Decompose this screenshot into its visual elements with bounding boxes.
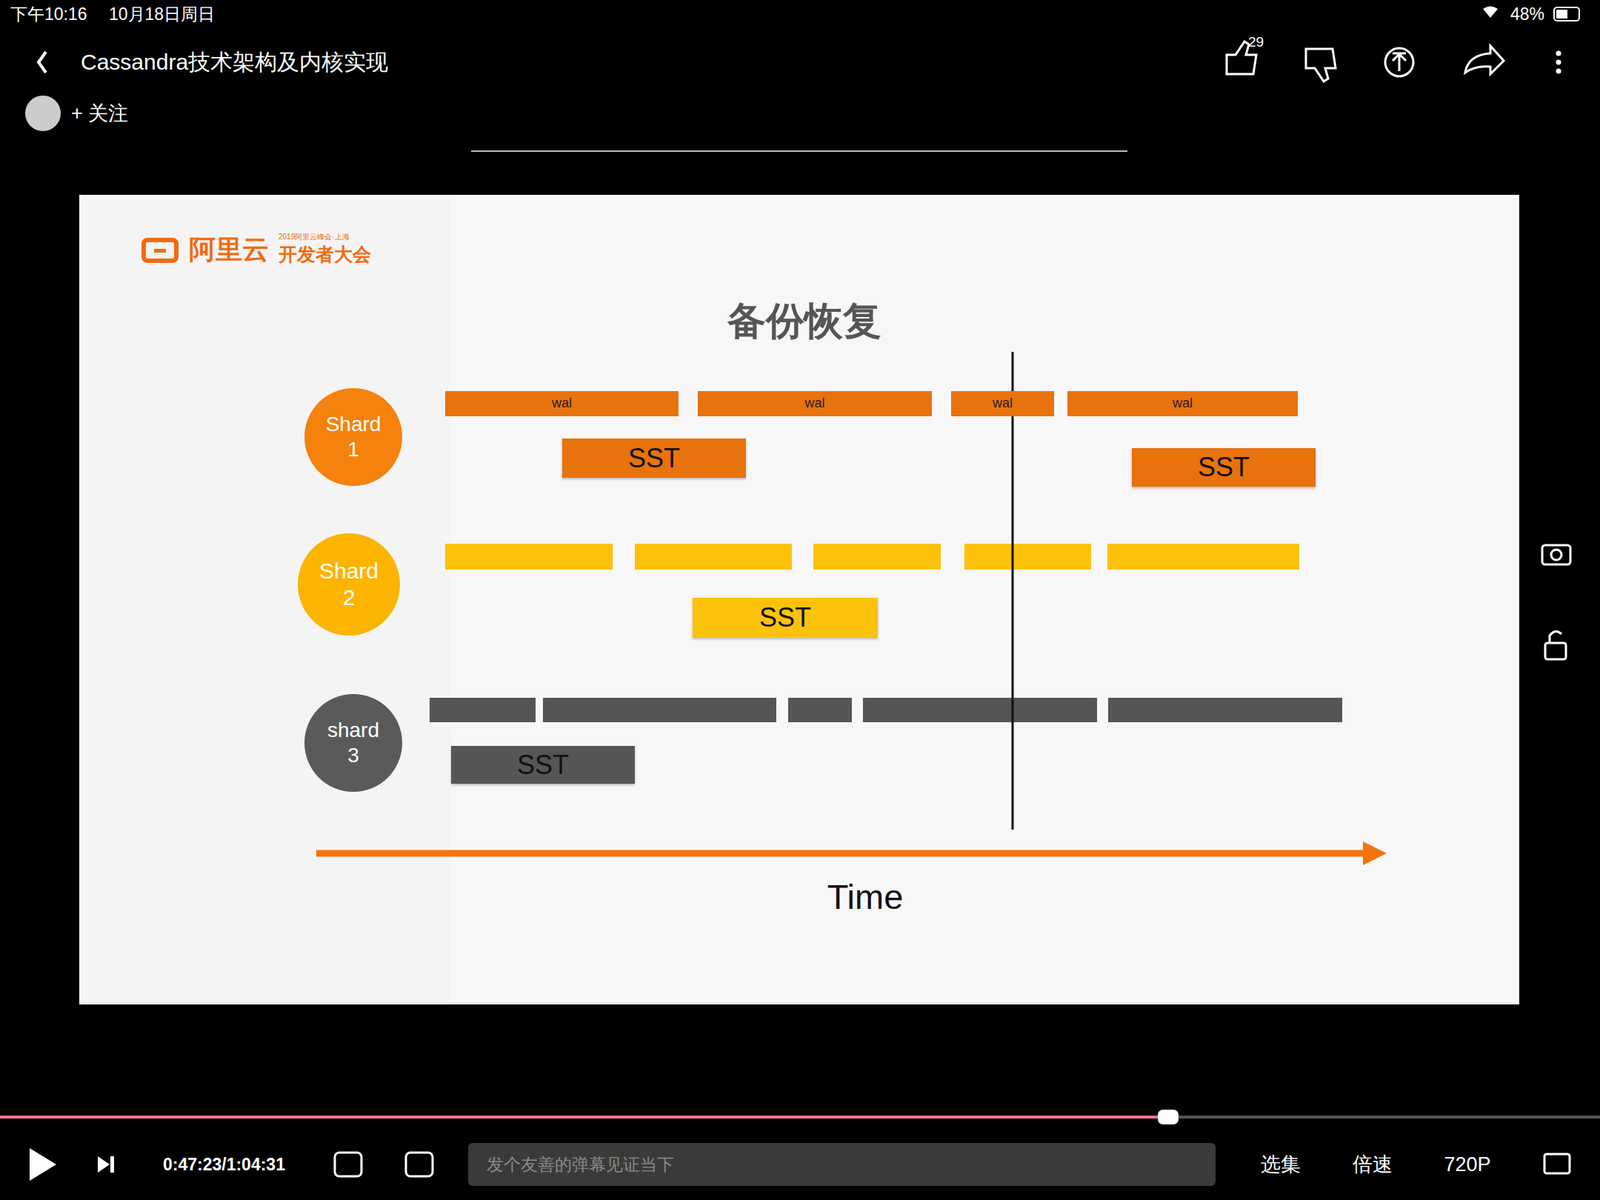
logo-text: 阿里云	[188, 231, 269, 269]
sst-label: SST	[628, 442, 680, 475]
wifi-icon	[1482, 6, 1498, 19]
sst-label: SST	[1197, 451, 1250, 483]
sst-box: SST	[562, 438, 746, 478]
danmaku-icon	[334, 1152, 362, 1177]
sst-label: SST	[759, 601, 812, 634]
divider	[471, 150, 1128, 152]
wal-bar: wal	[697, 391, 932, 417]
event-title: 开发者大会	[278, 242, 372, 267]
wal-bar: wal	[445, 391, 679, 417]
danmaku-settings-icon	[405, 1152, 433, 1177]
slide	[79, 194, 1520, 1005]
slide-shade	[79, 194, 450, 1005]
quality-button: 720P	[1443, 1153, 1491, 1177]
danmaku-input	[468, 1142, 1216, 1186]
wal-bars	[429, 697, 1343, 723]
playback-time: 0:47:23/1:04:31	[162, 1154, 286, 1175]
slide-title: 备份恢复	[727, 295, 882, 348]
axis-label: Time	[827, 876, 904, 918]
next-bar	[110, 1156, 115, 1173]
wal-label: wal	[551, 395, 572, 412]
wal-bars	[445, 543, 1300, 570]
episodes-button: 选集	[1260, 1151, 1301, 1178]
follow-button: + 关注	[71, 100, 129, 127]
wal-bar: wal	[1067, 391, 1298, 417]
play-icon	[29, 1148, 57, 1181]
logo-dash	[154, 248, 166, 253]
shard-circle: shard 3	[304, 694, 403, 792]
battery-level	[1556, 9, 1568, 19]
side-icons	[1542, 545, 1571, 660]
shard-label: Shard 1	[325, 411, 382, 462]
restore-point-line	[1011, 351, 1015, 830]
status-date: 10月18日周日	[108, 2, 215, 26]
sst-label: SST	[517, 748, 569, 781]
avatar	[25, 95, 61, 132]
pip-icon	[1544, 1154, 1570, 1174]
speed-button: 倍速	[1352, 1151, 1393, 1178]
like-count: 29	[1248, 34, 1264, 51]
sst-box: SST	[692, 597, 878, 638]
logo-icon	[143, 240, 177, 261]
battery-percent: 48%	[1510, 4, 1545, 25]
battery-icon	[1554, 7, 1580, 21]
shard-circle: Shard 1	[304, 388, 403, 486]
video-title: Cassandra技术架构及内核实现	[80, 47, 389, 78]
progress-played	[0, 1115, 1169, 1119]
time-arrow	[316, 850, 1367, 858]
back-icon	[38, 51, 46, 73]
event-name: 2019阿里云峰会·上海	[278, 231, 350, 243]
shard-label: shard 3	[327, 717, 380, 768]
sst-box: SST	[451, 745, 635, 784]
progress-knob	[1157, 1109, 1179, 1125]
sst-box: SST	[1131, 448, 1316, 487]
arrow-head	[1362, 841, 1387, 866]
wal-label: wal	[1172, 395, 1193, 412]
shard-circle: Shard 2	[297, 533, 400, 636]
wal-label: wal	[804, 395, 825, 412]
header-icons	[1226, 41, 1504, 82]
progress-track	[0, 1115, 1600, 1119]
wal-bar: wal	[951, 391, 1055, 417]
shard-label: Shard 2	[319, 557, 379, 612]
danmaku-placeholder: 发个友善的弹幕见证当下	[486, 1153, 675, 1177]
next-icon	[97, 1156, 110, 1173]
status-time: 下午10:16	[10, 2, 88, 26]
wal-label: wal	[992, 395, 1013, 412]
more-icon	[1556, 51, 1562, 75]
